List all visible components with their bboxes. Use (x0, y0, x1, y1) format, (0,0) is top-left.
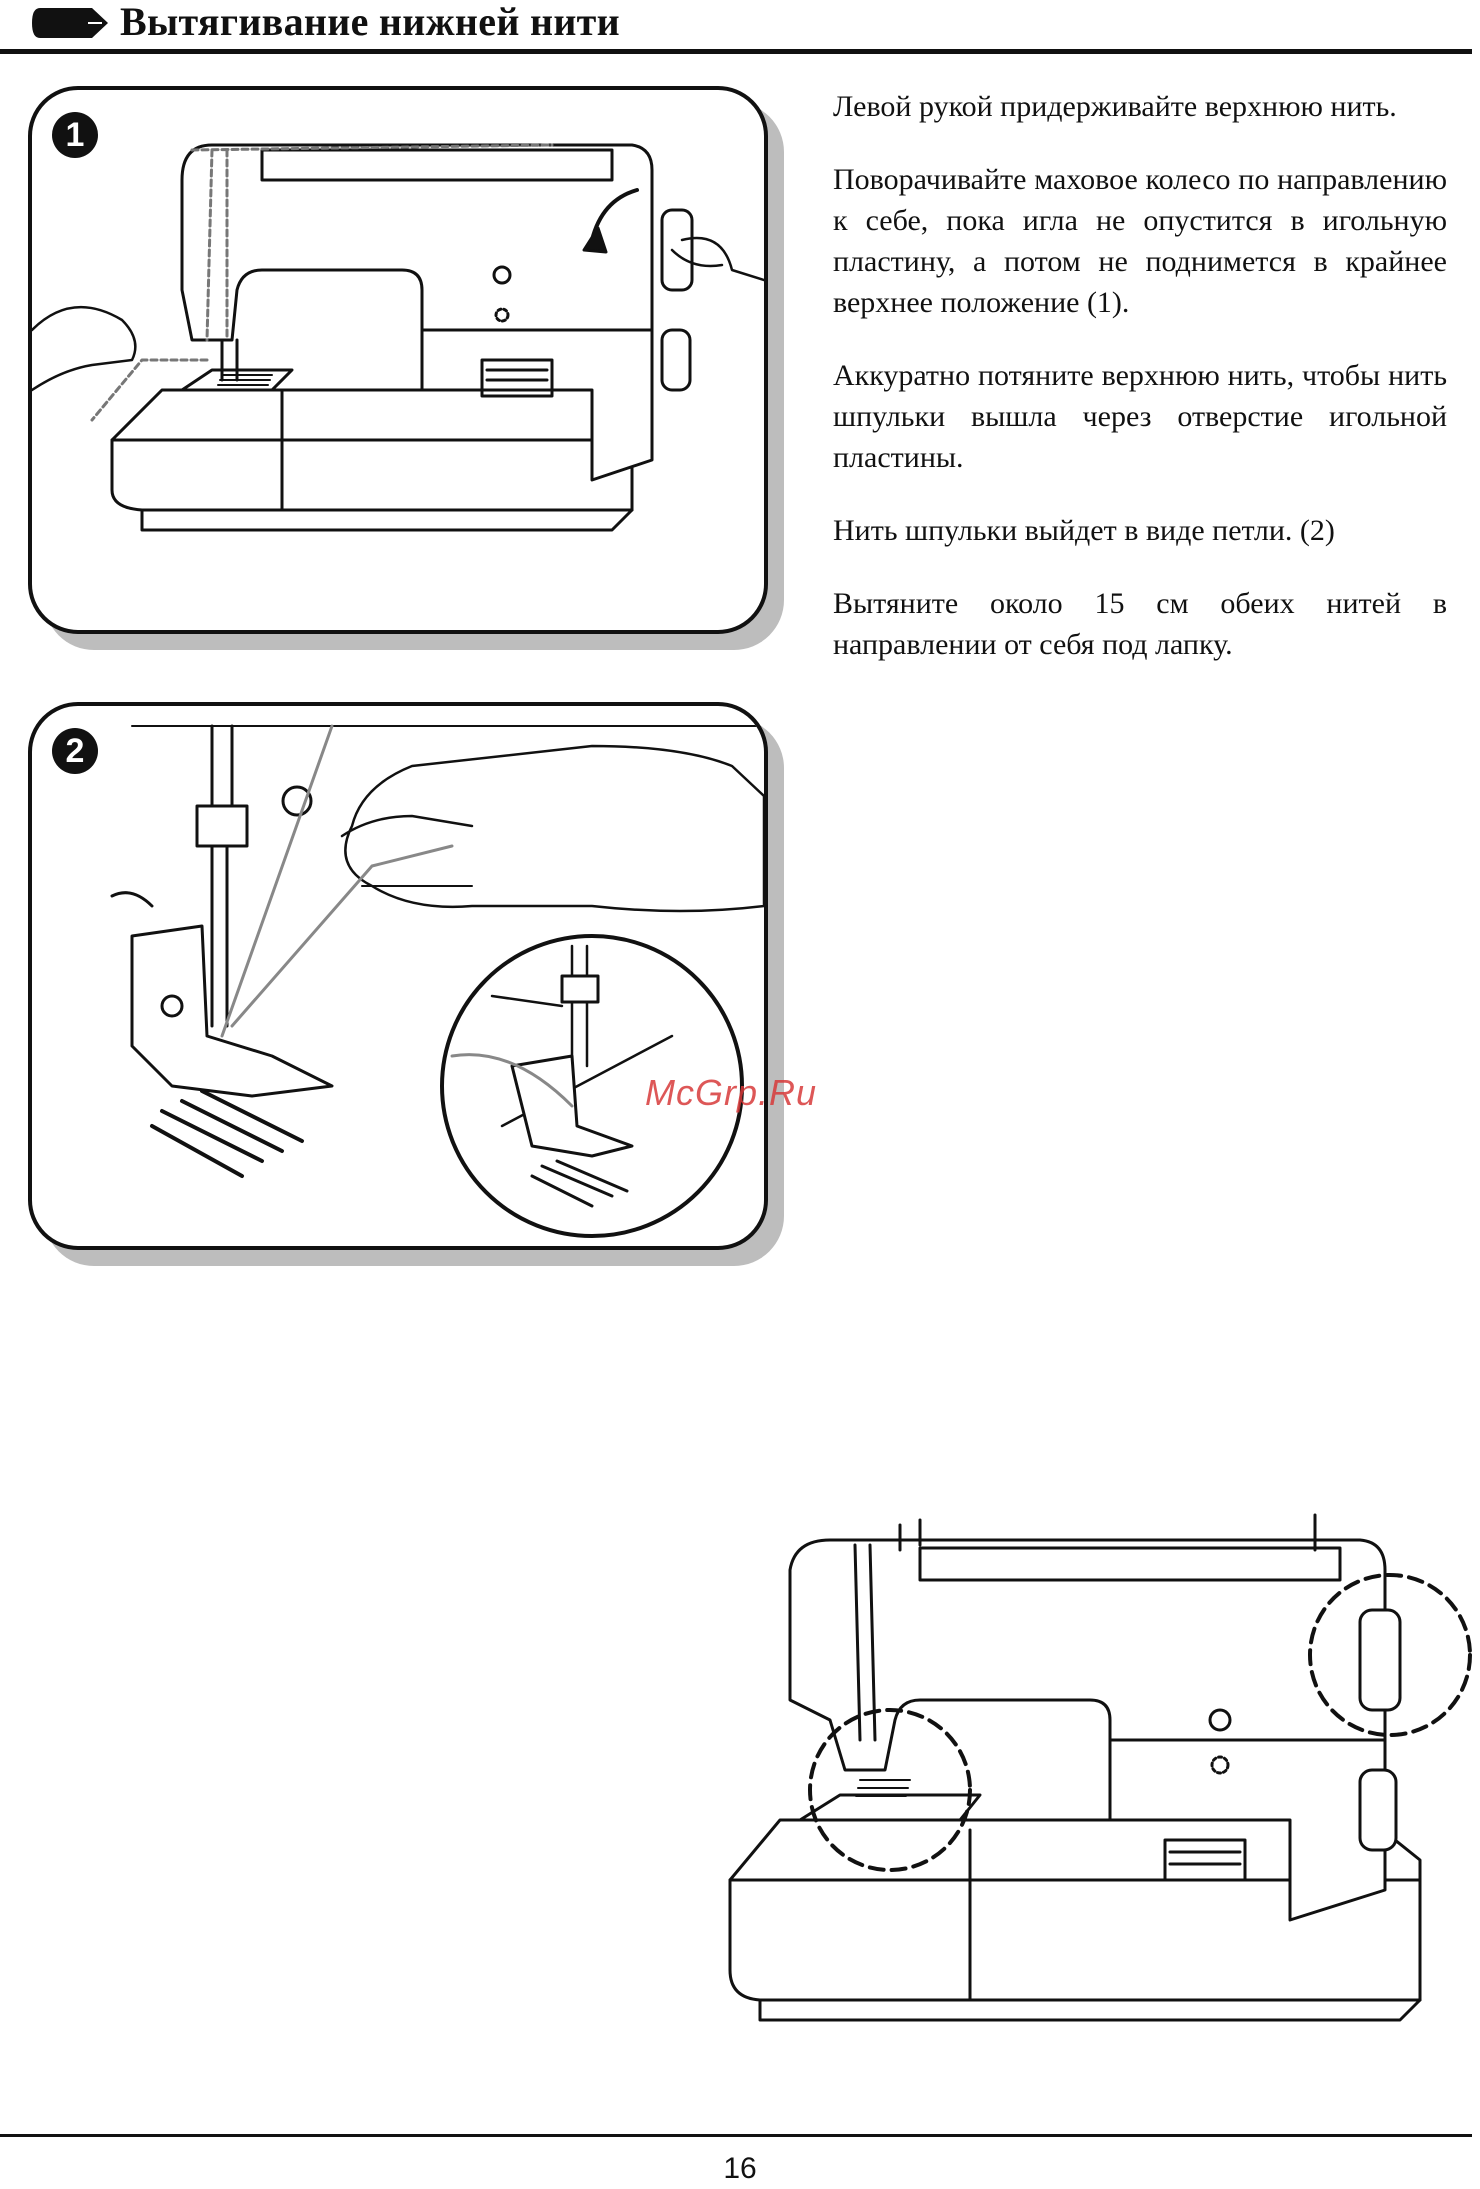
instruction-paragraph-4: Нить шпульки выйдет в виде петли. (2) (833, 514, 1335, 547)
footer-divider (0, 2134, 1472, 2137)
instruction-text: Левой рукой придерживайте верхнюю нить. … (833, 86, 1447, 697)
presser-foot-thread-illustration (110, 724, 764, 1238)
instruction-paragraph-2: Поворачивайте маховое колесо по направле… (833, 163, 1447, 319)
instruction-paragraph-5: Вытяните около 15 см обеих нитей в напра… (833, 587, 1447, 661)
header-divider (0, 49, 1472, 54)
sewing-machine-overview-illustration (728, 1513, 1472, 2022)
section-marker-icon (32, 8, 108, 38)
page-header: Вытягивание нижней нити (0, 0, 1480, 56)
page-title: Вытягивание нижней нити (120, 0, 620, 44)
step-1-number: 1 (52, 112, 98, 158)
watermark-text: McGrp.Ru (645, 1072, 818, 1113)
step-1-illustration-panel: 1 (28, 86, 768, 634)
instruction-paragraph-3: Аккуратно потяните верхнюю нить, чтобы н… (833, 359, 1447, 474)
instruction-paragraph-1: Левой рукой придерживайте верхнюю нить. (833, 90, 1397, 123)
step-2-illustration-panel: 2 (28, 702, 768, 1250)
step-2-number: 2 (52, 728, 98, 774)
sewing-machine-handwheel-illustration (32, 143, 764, 532)
page-number: 16 (723, 2152, 757, 2185)
